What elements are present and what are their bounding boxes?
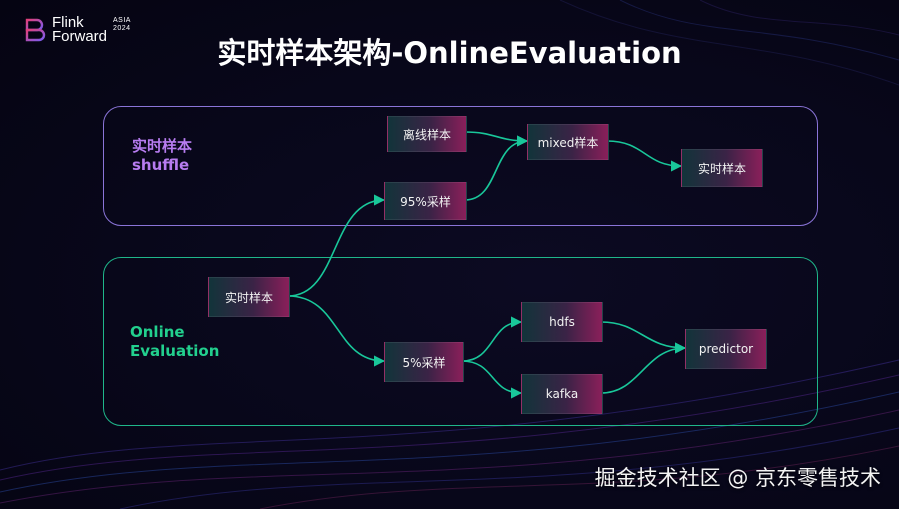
page-title: 实时样本架构-OnlineEvaluation xyxy=(217,36,682,70)
evaluation-group-label: Online Evaluation xyxy=(130,323,219,361)
node-sample-5: 5%采样 xyxy=(384,342,464,382)
flink-forward-logo: Flink Forward xyxy=(22,14,108,45)
node-kafka: kafka xyxy=(521,374,603,414)
flink-forward-logo-icon xyxy=(25,18,46,42)
node-realtime-sample-src: 实时样本 xyxy=(208,277,290,317)
logo-tag-line-1: ASIA xyxy=(113,17,131,24)
node-hdfs: hdfs xyxy=(521,302,603,342)
logo-line-1: Flink xyxy=(52,14,84,31)
shuffle-group-box xyxy=(103,106,818,226)
shuffle-group-label: 实时样本 shuffle xyxy=(132,137,192,175)
shuffle-label-line-1: 实时样本 xyxy=(132,137,193,155)
node-sample-95: 95%采样 xyxy=(384,182,467,220)
logo-line-2: Forward xyxy=(52,28,108,45)
node-offline-sample: 离线样本 xyxy=(387,116,467,152)
edge-kafka-to-predictor xyxy=(600,342,687,394)
edge-5-to-kafka xyxy=(461,360,523,399)
edge-realtime-to-5 xyxy=(287,295,386,367)
node-mixed-sample: mixed样本 xyxy=(527,124,609,160)
node-predictor: predictor xyxy=(685,329,767,369)
evaluation-label-line-2: Evaluation xyxy=(130,342,220,360)
edge-realtime-to-95 xyxy=(287,194,386,297)
logo-event-tag: ASIA 2024 xyxy=(113,17,131,33)
shuffle-label-line-2: shuffle xyxy=(132,156,190,174)
edge-hdfs-to-predictor xyxy=(600,321,687,354)
edge-mixed-to-realtime-out xyxy=(606,140,683,172)
evaluation-group-box xyxy=(103,257,818,426)
node-realtime-sample-out: 实时样本 xyxy=(681,149,763,187)
watermark: 掘金技术社区 @ 京东零售技术 xyxy=(594,466,881,490)
edge-5-to-hdfs xyxy=(461,316,523,362)
edge-offline-to-mixed xyxy=(464,131,529,147)
logo-tag-line-2: 2024 xyxy=(113,25,131,32)
evaluation-label-line-1: Online xyxy=(130,323,185,341)
edge-95-to-mixed xyxy=(464,135,529,201)
